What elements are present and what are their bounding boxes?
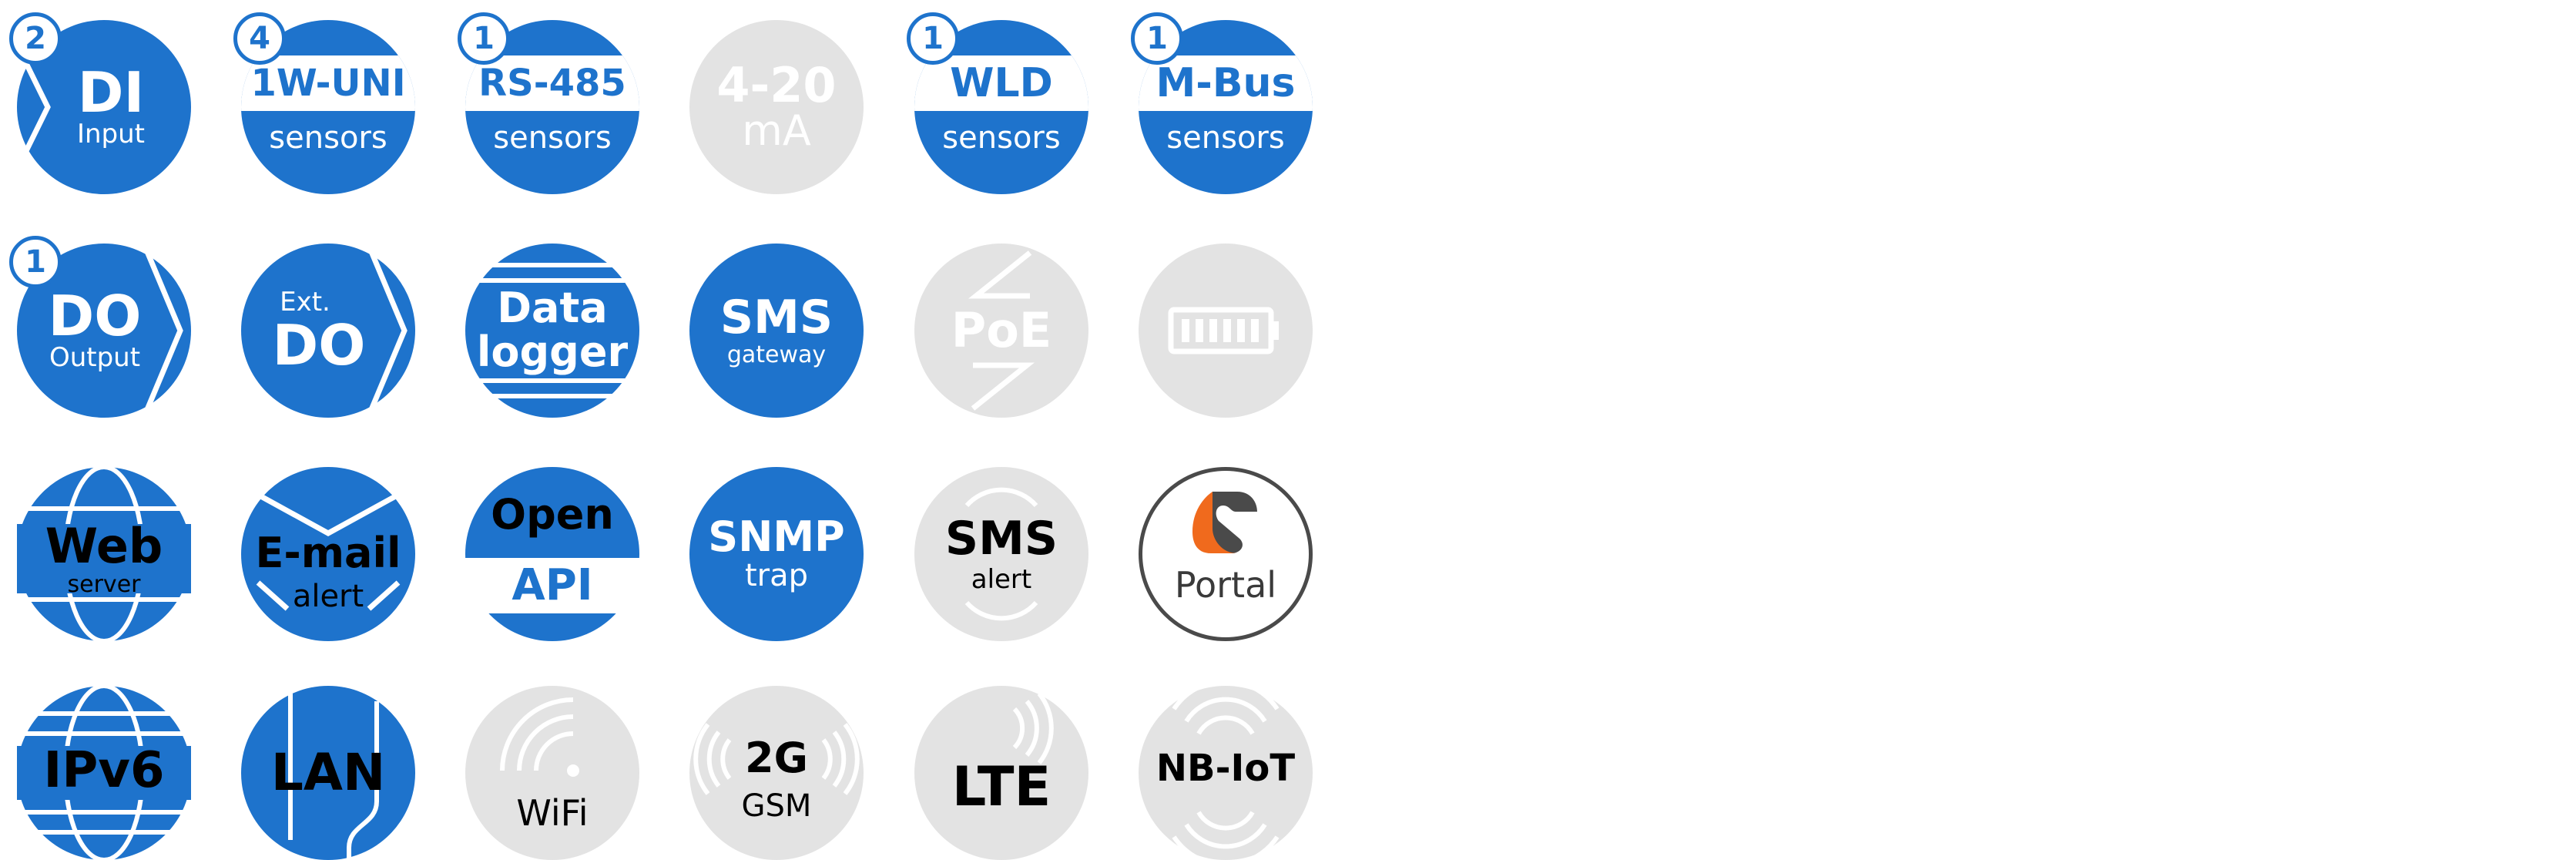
lan-title: LAN xyxy=(270,743,386,802)
smsalert-title: SMS xyxy=(944,512,1058,566)
mbus-count-badge: 1 xyxy=(1131,12,1183,65)
gsm-sub: GSM xyxy=(741,788,812,824)
rs485-sensors-icon: 1 RS-485 sensors xyxy=(458,12,639,194)
smsalert-sub: alert xyxy=(971,564,1032,595)
ext-do-icon: Ext. DO xyxy=(241,244,415,418)
email-title: E-mail xyxy=(255,529,401,577)
rs485-count-badge: 1 xyxy=(458,12,510,65)
ipv6-icon: IPv6 xyxy=(17,686,191,860)
snmp-trap-icon: SNMP trap xyxy=(689,467,864,641)
mbus-sub: sensors xyxy=(1166,120,1285,156)
onewire-title: 1W-UNI xyxy=(241,55,415,111)
lan-icon: LAN xyxy=(241,686,415,860)
web-server-icon: Web server xyxy=(17,467,191,641)
web-title: Web xyxy=(45,518,163,574)
onewire-count-badge: 4 xyxy=(233,12,286,65)
ext-do-pre: Ext. xyxy=(280,287,330,318)
wifi-icon: WiFi xyxy=(465,686,639,860)
data-logger-icon: Data logger xyxy=(465,244,639,418)
mbus-sensors-icon: 1 M-Bus sensors xyxy=(1131,12,1313,194)
web-sub: server xyxy=(67,571,141,598)
di-title: DI xyxy=(77,60,145,126)
do-sub: Output xyxy=(49,342,141,374)
ext-do-title: DO xyxy=(272,312,366,378)
snmp-sub: trap xyxy=(744,558,809,594)
rs485-sub: sensors xyxy=(493,120,612,156)
open-api-icon: Open API xyxy=(465,467,639,641)
di-input-icon: 2 DI Input xyxy=(9,12,191,194)
lte-icon: LTE xyxy=(914,686,1088,860)
nb-iot-icon: NB-IoT xyxy=(1139,686,1313,860)
gsm-2g-icon: 2G GSM xyxy=(689,686,864,860)
lte-title: LTE xyxy=(951,755,1052,818)
email-sub: alert xyxy=(292,579,364,614)
ipv6-title: IPv6 xyxy=(43,742,165,799)
wld-sub: sensors xyxy=(942,120,1061,156)
nbiot-title: NB-IoT xyxy=(1156,747,1296,790)
do-title: DO xyxy=(48,284,142,349)
wld-count-badge: 1 xyxy=(907,12,959,65)
do-output-icon: 1 DO Output xyxy=(9,236,191,418)
onewire-sub: sensors xyxy=(269,120,387,156)
snmp-title: SNMP xyxy=(708,512,845,561)
portal-title: Portal xyxy=(1174,564,1277,606)
sms-gateway-icon: SMS gateway xyxy=(689,244,864,418)
wld-sensors-icon: 1 WLD sensors xyxy=(907,12,1088,194)
logger-line1: Data xyxy=(497,284,608,333)
di-sub: Input xyxy=(76,119,146,150)
logger-line2: logger xyxy=(476,328,629,376)
ma-title: 4-20 xyxy=(716,56,837,113)
battery-icon xyxy=(1139,244,1313,418)
api-line1: Open xyxy=(491,490,614,539)
wifi-title: WiFi xyxy=(516,792,589,834)
api-line2: API xyxy=(465,558,639,613)
mbus-title: M-Bus xyxy=(1139,55,1313,111)
sms-title: SMS xyxy=(719,291,834,344)
di-count-badge: 2 xyxy=(9,12,62,65)
poe-icon: PoE xyxy=(914,244,1088,418)
rs485-title: RS-485 xyxy=(465,55,639,111)
wld-title: WLD xyxy=(914,55,1088,111)
current-loop-icon: 4-20 mA xyxy=(689,20,864,194)
sms-sub: gateway xyxy=(726,341,827,368)
portal-icon: Portal xyxy=(1139,467,1313,641)
poe-title: PoE xyxy=(951,302,1052,359)
ma-sub: mA xyxy=(742,106,811,155)
sms-alert-icon: SMS alert xyxy=(914,467,1088,641)
gsm-title: 2G xyxy=(745,734,808,782)
do-count-badge: 1 xyxy=(9,236,62,288)
email-alert-icon: E-mail alert xyxy=(241,467,415,641)
onewire-sensors-icon: 4 1W-UNI sensors xyxy=(233,12,415,194)
